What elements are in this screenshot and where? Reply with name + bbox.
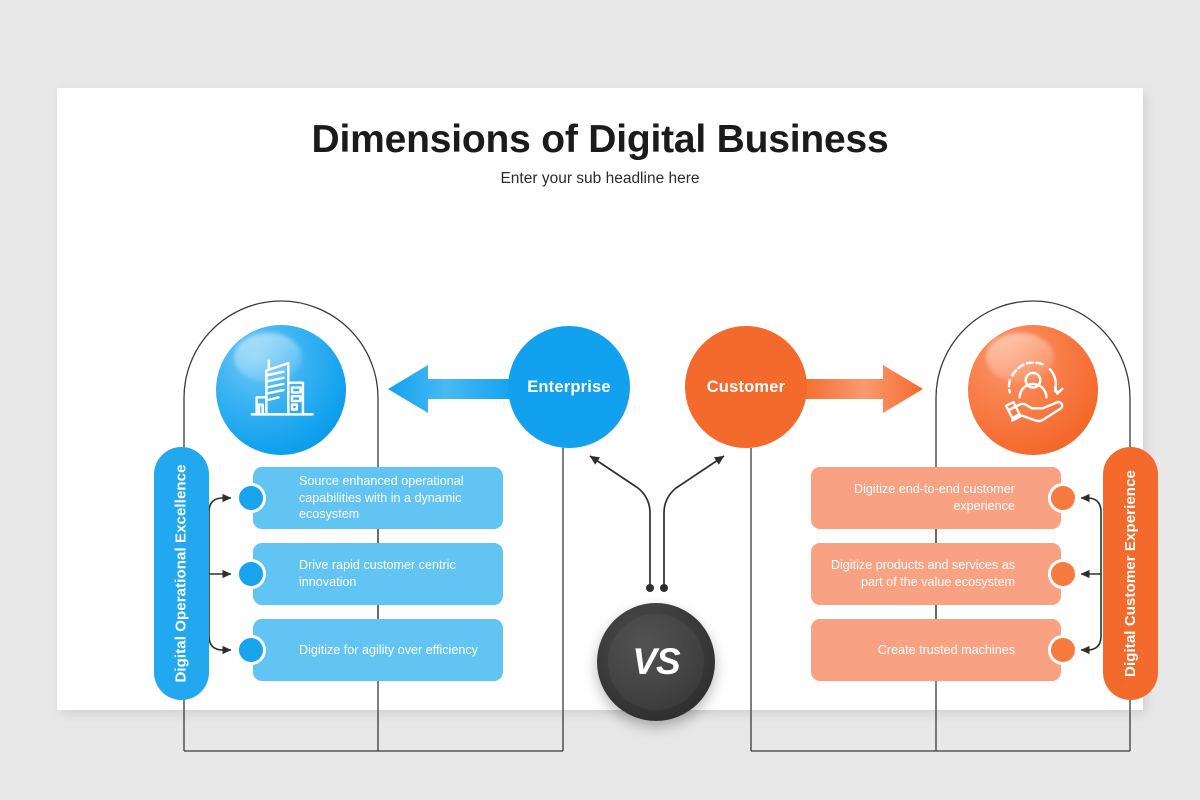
arrow-right-icon	[795, 363, 925, 420]
list-item-text: Digitize products and services as part o…	[830, 558, 1015, 589]
hub-customer[interactable]: Customer	[685, 326, 807, 448]
category-pill-right[interactable]: Digital Customer Experience	[1103, 447, 1158, 700]
list-item-text: Create trusted machines	[877, 642, 1015, 657]
category-pill-right-label: Digital Customer Experience	[1122, 470, 1139, 677]
list-item-text: Digitize end-to-end customer experience	[854, 482, 1015, 513]
hub-enterprise[interactable]: Enterprise	[508, 326, 630, 448]
hub-enterprise-label: Enterprise	[527, 377, 611, 396]
arrow-left-icon	[386, 363, 516, 420]
list-item-text: Digitize for agility over efficiency	[299, 642, 478, 657]
list-item-text: Drive rapid customer centric innovation	[299, 558, 456, 589]
vs-badge: VS	[597, 603, 715, 721]
vs-badge-inner: VS	[608, 614, 704, 710]
list-item-knob	[1048, 483, 1078, 513]
bubble-gloss	[986, 332, 1054, 383]
hub-customer-label: Customer	[706, 377, 786, 396]
list-item-knob	[236, 635, 266, 665]
category-pill-left-label: Digital Operational Excellence	[173, 464, 191, 683]
category-pill-left[interactable]: Digital Operational Excellence	[154, 447, 209, 700]
page-title: Dimensions of Digital Business	[311, 118, 889, 161]
list-item-knob	[1048, 635, 1078, 665]
page-subtitle: Enter your sub headline here	[500, 170, 700, 187]
list-item-text: Source enhanced operational capabilities…	[299, 474, 464, 522]
vs-label: VS	[632, 641, 680, 682]
list-item-knob	[236, 559, 266, 589]
list-item-knob	[1048, 559, 1078, 589]
list-item[interactable]: Digitize products and services as part o…	[811, 543, 1061, 605]
office-building-icon	[216, 325, 346, 455]
customer-care-icon	[968, 325, 1098, 455]
slide-card: Dimensions of Digital Business Enter you…	[57, 88, 1158, 752]
list-item[interactable]: Create trusted machines	[811, 619, 1061, 681]
list-item[interactable]: Digitize end-to-end customer experience	[811, 467, 1061, 529]
list-item[interactable]: Source enhanced operational capabilities…	[253, 467, 503, 529]
list-item-knob	[236, 483, 266, 513]
list-item[interactable]: Digitize for agility over efficiency	[253, 619, 503, 681]
list-item[interactable]: Drive rapid customer centric innovation	[253, 543, 503, 605]
